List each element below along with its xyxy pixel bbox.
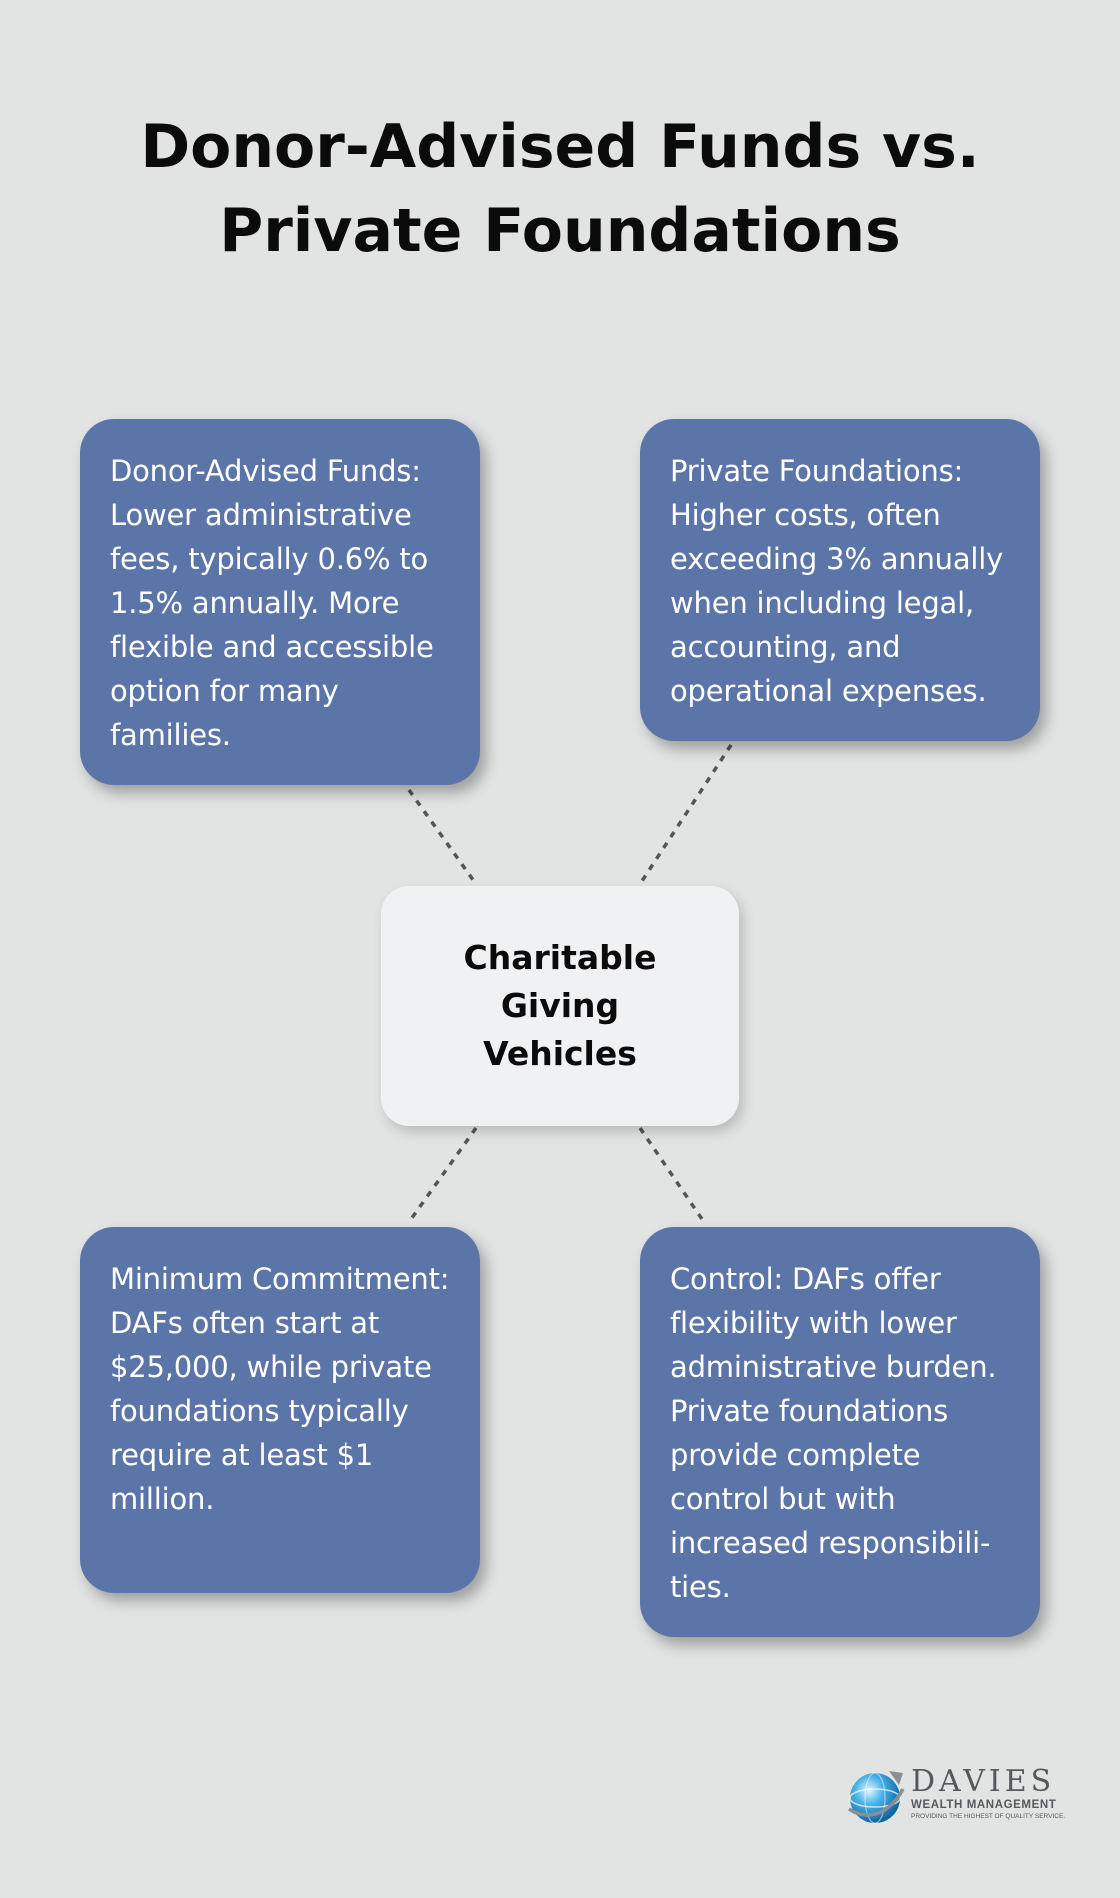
davies-logo: DAVIES WEALTH MANAGEMENT PROVIDING THE H… <box>845 1764 1065 1827</box>
connector-bottom-left <box>407 1126 478 1224</box>
title-line-1: Donor-Advised Funds vs. <box>140 112 980 182</box>
card-control: Control: DAFs offer flexibility with low… <box>640 1227 1040 1637</box>
center-node: Charitable Giving Vehicles <box>381 886 739 1126</box>
connector-top-left <box>407 788 478 886</box>
page-title: Donor-Advised Funds vs. Private Foundati… <box>60 105 1060 273</box>
center-label: Charitable Giving Vehicles <box>463 938 657 1073</box>
logo-name: DAVIES <box>911 1764 1056 1799</box>
title-line-2: Private Foundations <box>219 196 901 266</box>
logo-subtitle: WEALTH MANAGEMENT <box>911 1799 1057 1811</box>
connector-bottom-right <box>638 1127 706 1223</box>
logo-tagline: PROVIDING THE HIGHEST OF QUALITY SERVICE… <box>911 1813 1066 1820</box>
globe-icon <box>848 1771 905 1824</box>
card-minimum-commitment: Minimum Commitment: DAFs often start at … <box>80 1227 480 1593</box>
card-donor-advised-funds: Donor-Advised Funds: Lower administrativ… <box>80 419 480 785</box>
card-private-foundations: Private Foundations: Higher costs, often… <box>640 419 1040 741</box>
connector-top-right <box>638 744 733 885</box>
